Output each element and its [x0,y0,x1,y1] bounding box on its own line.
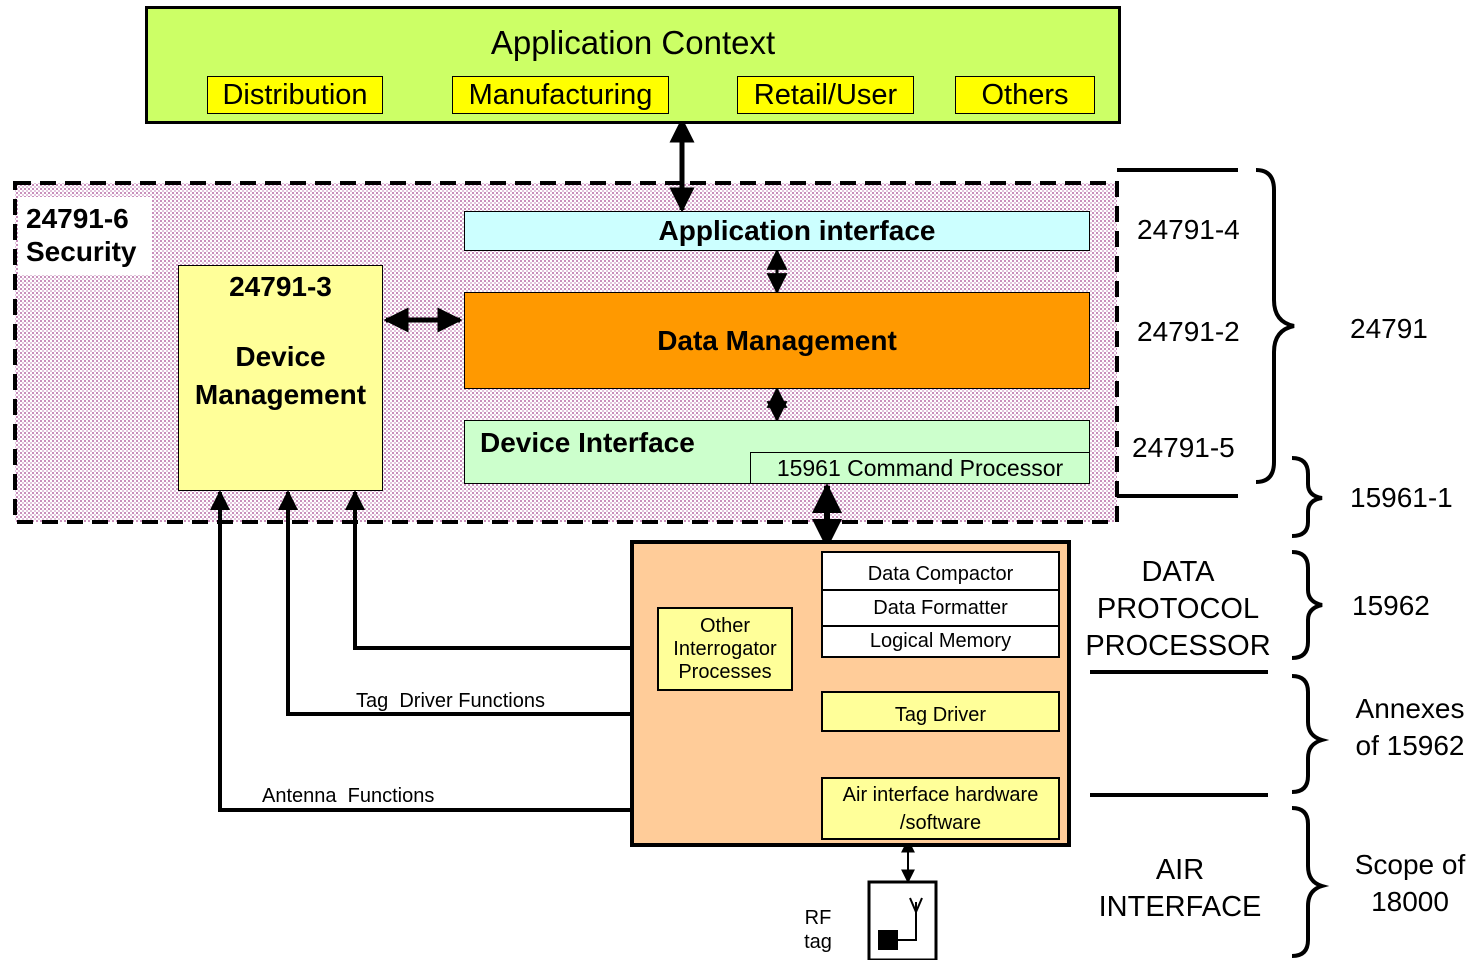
domain-distribution: Distribution [207,76,383,114]
antenna-icon [898,902,917,941]
part-24791-5: 24791-5 [1132,432,1235,463]
brace-18000 [1291,806,1330,958]
device-management-box [178,265,383,491]
brace-24791 [1255,168,1295,484]
tag-driver-box: Tag Driver [821,691,1060,732]
command-processor-box: 15961 Command Processor [750,452,1090,484]
security-label: 24791-6 Security [26,203,137,267]
brace-15961-1 [1291,456,1323,538]
brace-annexes [1291,674,1330,794]
domain-others: Others [955,76,1095,114]
air-interface-hw-box: Air interface hardware /software [821,777,1060,840]
antenna-functions-label: Antenna Functions [262,785,435,807]
other-interrogator-processes-box: Other Interrogator Processes [657,607,793,691]
device-interface-title: Device Interface [480,427,695,458]
part-24791-4: 24791-4 [1137,214,1240,245]
std-scope-18000: Scope of 18000 [1354,849,1466,917]
air-interface-label: AIR INTERFACE [1098,854,1262,923]
logical-memory-box: Logical Memory [821,625,1060,658]
data-protocol-processor-label: DATA PROTOCOL PROCESSOR [1085,556,1271,662]
data-formatter-box: Data Formatter [821,589,1060,627]
antenna-flow [210,490,820,820]
device-management-part: 24791-3 [229,271,332,302]
rf-tag-label: RF tag [804,907,832,953]
device-management-title-2: Management [194,379,367,410]
data-management-box: Data Management [464,292,1090,389]
std-24791: 24791 [1350,313,1428,344]
brace-15962 [1291,550,1323,660]
part-24791-2: 24791-2 [1137,316,1240,347]
rf-tag-chip [878,930,898,950]
tag-driver-functions-label: Tag Driver Functions [356,690,545,712]
domain-retail-user: Retail/User [737,76,914,114]
data-compactor-box: Data Compactor [821,551,1060,591]
application-context-title: Application Context [490,24,776,61]
domain-manufacturing: Manufacturing [452,76,669,114]
std-15961-1: 15961-1 [1350,482,1453,513]
application-interface-box: Application interface [464,211,1090,251]
std-annexes: Annexes of 15962 [1355,693,1465,761]
device-management-title-1: Device [235,341,326,372]
std-15962: 15962 [1352,590,1430,621]
